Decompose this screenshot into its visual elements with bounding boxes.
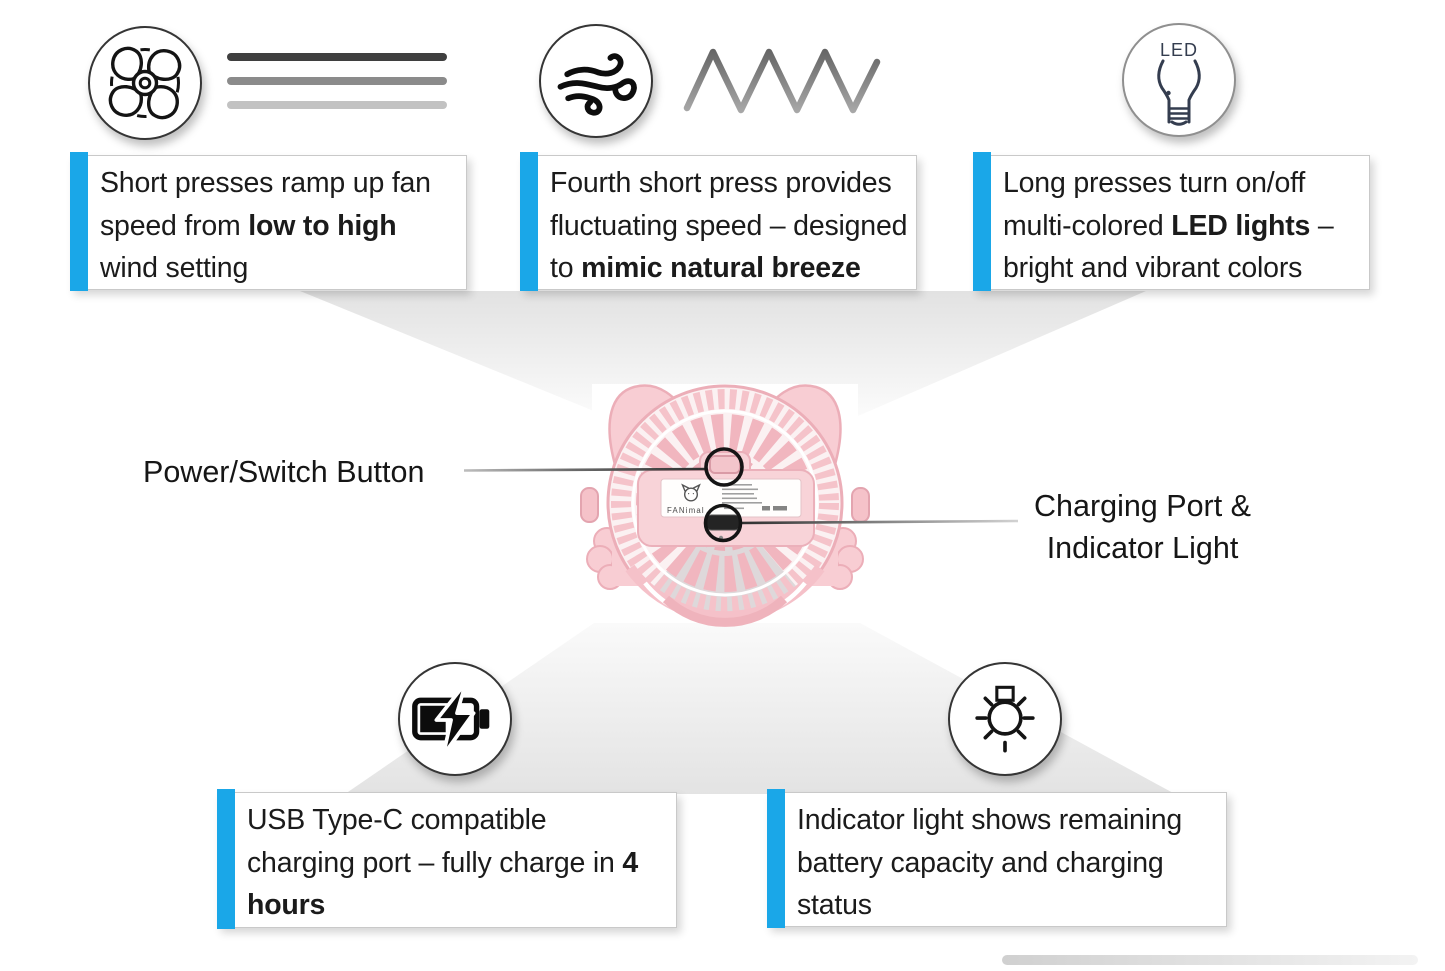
accent-bar <box>767 789 785 928</box>
wind-icon <box>557 53 637 116</box>
accent-bar <box>70 152 88 291</box>
fan-power-button <box>709 455 741 474</box>
accent-bar <box>520 152 538 291</box>
callout-box-indicator: Indicator light shows remaining battery … <box>767 789 1227 928</box>
speed-level-line-mid <box>227 77 447 85</box>
speed-level-line-high <box>227 53 447 61</box>
power-button-highlight-circle <box>704 447 744 487</box>
brand-name: FANimal <box>667 506 705 515</box>
led-bulb-icon: LED <box>1157 40 1201 126</box>
callout-text-indicator: Indicator light shows remaining battery … <box>797 804 1183 921</box>
callout-box-fan-speed: Short presses ramp up fan speed from low… <box>70 152 467 291</box>
connector-funnel-top <box>300 291 1146 416</box>
natural-breeze-icon-circle <box>539 24 653 138</box>
fan-usb-c-port <box>705 514 741 531</box>
fan-speed-icon-circle <box>88 26 202 140</box>
charging-port-label-line2: Indicator Light <box>1046 531 1239 565</box>
charging-icon-circle <box>398 662 512 776</box>
callout-text-led-lights: Long presses turn on/off multi-colored L… <box>1003 167 1334 284</box>
charging-port-label-line1: Charging Port & <box>1034 489 1251 523</box>
callout-box-led-lights: Long presses turn on/off multi-colored L… <box>973 152 1370 291</box>
callout-box-charging: USB Type-C compatible charging port – fu… <box>217 789 677 929</box>
fan-icon <box>108 46 182 120</box>
charging-port-label: Charging Port & Indicator Light <box>1020 485 1265 569</box>
brand-logo-icon <box>681 483 701 502</box>
speed-level-line-low <box>227 101 447 109</box>
fan-product-image: FANimal <box>580 384 870 627</box>
indicator-icon-circle <box>948 662 1062 776</box>
power-leader-line <box>463 467 708 472</box>
fluctuating-speed-wave-icon <box>683 48 881 114</box>
battery-charging-icon <box>412 680 490 758</box>
accent-bar <box>973 152 991 291</box>
power-switch-button-label: Power/Switch Button <box>143 455 425 489</box>
indicator-light-icon <box>975 685 1035 753</box>
callout-text-charging: USB Type-C compatible charging port – fu… <box>247 804 639 921</box>
charging-leader-line <box>739 519 1019 525</box>
callout-text-natural-breeze: Fourth short press provides fluctuating … <box>550 167 908 284</box>
svg-text:LED: LED <box>1160 40 1198 60</box>
led-lights-icon-circle: LED <box>1122 23 1236 137</box>
callout-text-fan-speed: Short presses ramp up fan speed from low… <box>100 167 431 284</box>
bottom-edge-strip <box>1002 955 1418 965</box>
accent-bar <box>217 789 235 929</box>
callout-box-natural-breeze: Fourth short press provides fluctuating … <box>520 152 917 291</box>
charging-port-highlight-circle <box>703 503 743 543</box>
